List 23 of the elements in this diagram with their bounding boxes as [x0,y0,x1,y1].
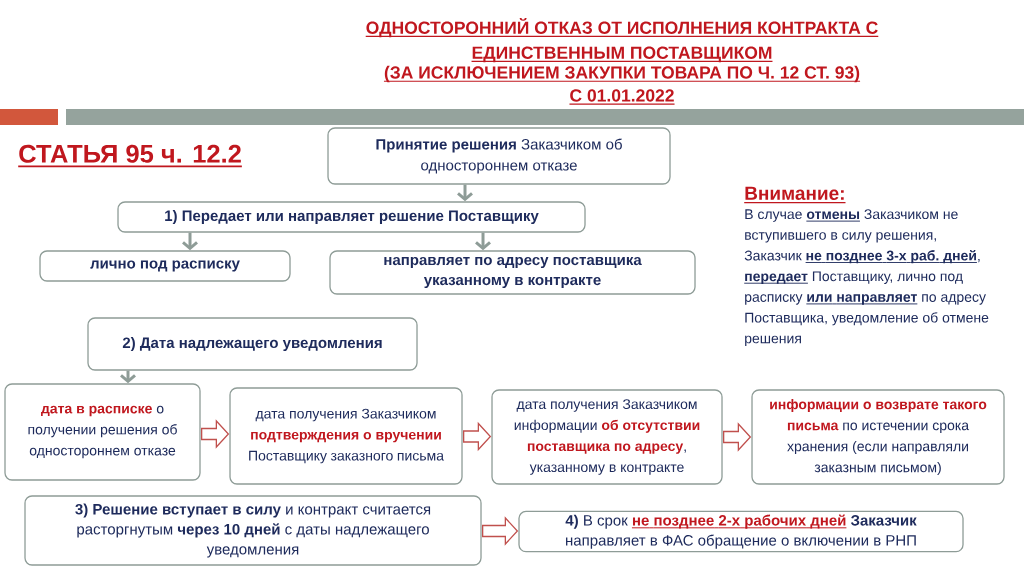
block-arrow [463,421,492,452]
subtitle: С 01.01.2022 [568,89,676,105]
step-box: информации о возврате такого письма по истечении срока хранения (если направляли заказным письмом) [751,389,1005,485]
block-arrow [723,422,752,452]
step-box: 4) В срок не позднее 2-х рабочих дней Заказчик направляет в ФАС обращение о включении в РНП [518,510,964,553]
title: ОДНОСТОРОННИЙ ОТКАЗ ОТ ИСПОЛНЕНИЯ КОНТРАКТА С ЕДИНСТВЕННЫМ ПОСТАВЩИКОМ [365,17,879,63]
heading: СТАТЬЯ 95 ч. 12.2 [17,144,243,168]
step-box: дата в расписке о получении решения об одностороннем отказе [4,383,201,481]
step-box: Принятие решения Заказчиком об одностороннем отказе [327,127,671,185]
arrow [475,232,491,251]
step-box: 2) Дата надлежащего уведомления [87,317,418,371]
note-heading: Внимание: [743,186,847,204]
block-arrow [482,516,519,546]
step-box: лично под расписку [39,250,291,282]
step-box: дата получения Заказчиком подтверждения о вручении Поставщику заказного письма [229,387,463,485]
step-box: 3) Решение вступает в силу и контракт считается расторгнутым через 10 дней с даты надлежащего уведомления [24,495,482,566]
note-text: В случае отмены Заказчиком не вступившего в силу решения, Заказчик не позднее 3-х раб. дней, передает Поставщику, лично под расписку или направляет по адресу Поставщика, уведомление об отмене решения [743,209,989,347]
arrow [182,232,198,251]
step-box: дата получения Заказчиком информации об отсутствии поставщика по адресу, указанному в контракте [491,389,723,485]
block-arrow [201,419,230,449]
step-box: направляет по адресу поставщика указанному в контракте [329,250,696,295]
step-box: 1) Передает или направляет решение Поставщику [117,201,586,233]
subtitle: (ЗА ИСКЛЮЧЕНИЕМ ЗАКУПКИ ТОВАРА ПО Ч. 12 СТ. 93) [383,65,861,83]
